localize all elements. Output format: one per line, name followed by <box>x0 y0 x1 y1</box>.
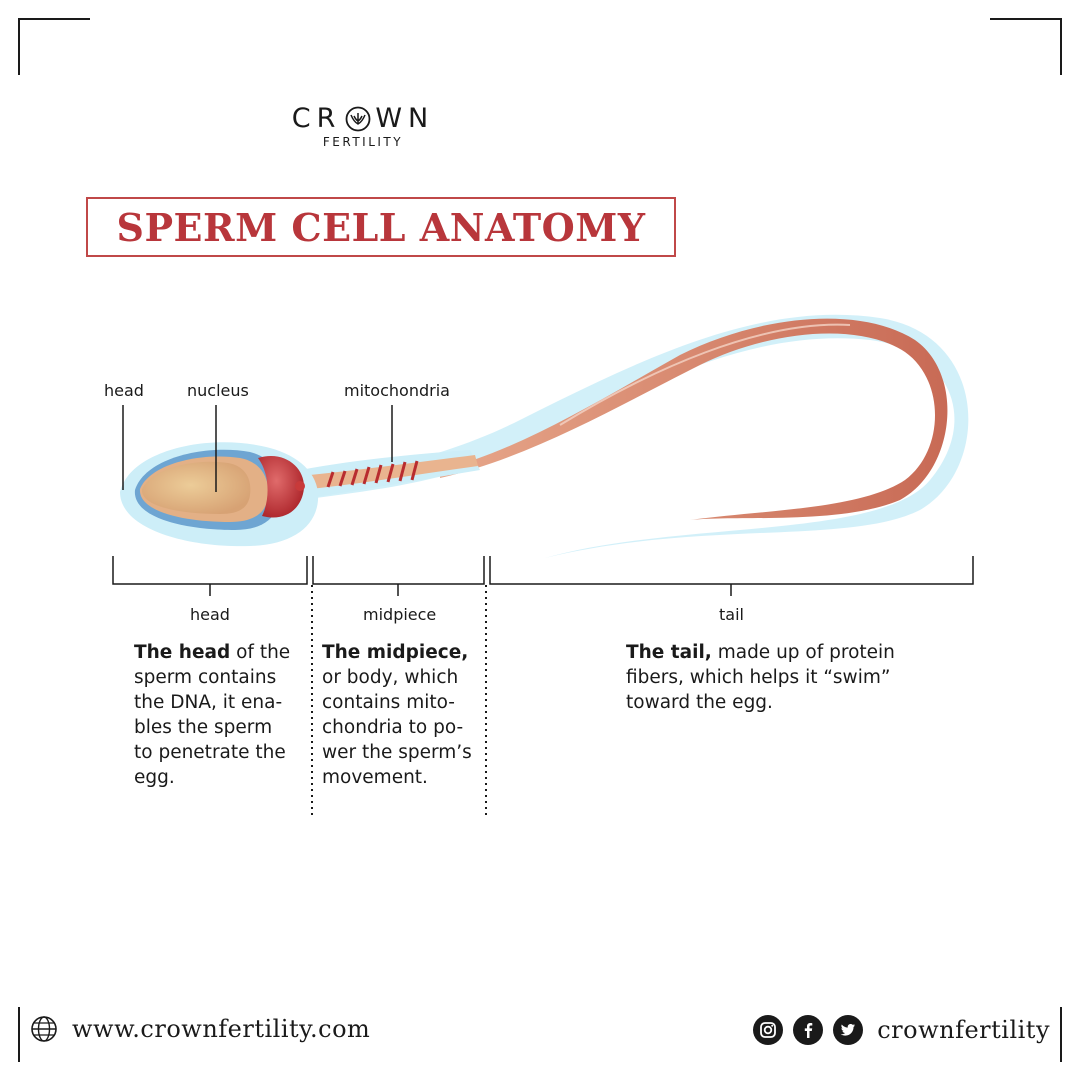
website-url[interactable]: www.crownfertility.com <box>72 1015 371 1043</box>
section-head-label: head <box>190 605 230 624</box>
page-title: SPERM CELL ANATOMY <box>116 204 646 250</box>
title-box: SPERM CELL ANATOMY <box>86 197 676 257</box>
tail-description-line: toward the egg. <box>626 692 773 713</box>
bracket-tail <box>489 556 974 596</box>
brand-name: CR WN <box>290 104 436 134</box>
section-midpiece-label: midpiece <box>363 605 437 624</box>
head-description-bold: The head <box>134 642 231 663</box>
head-description-line: the DNA, it ena- <box>134 692 283 713</box>
callout-head-label: head <box>104 381 144 400</box>
midpiece-description-line: or body, which <box>322 667 459 688</box>
frame-corner-bottom-right <box>990 1007 1062 1062</box>
head-description-line: egg. <box>134 767 175 788</box>
midpiece-description-line: movement. <box>322 767 428 788</box>
neck-centriole <box>258 456 305 518</box>
frame-corner-top-right <box>990 18 1062 75</box>
midpiece-description-line: chondria to po- <box>322 717 464 738</box>
callout-mitochondria-label: mitochondria <box>344 381 450 400</box>
brand-subtitle: FERTILITY <box>322 135 404 149</box>
facebook-icon[interactable] <box>793 1015 824 1045</box>
frame-corner-top-left <box>18 18 90 75</box>
head-description-line: sperm contains <box>134 667 277 688</box>
head-description-line: of the <box>230 642 291 663</box>
mitochondria-stripes <box>326 460 419 488</box>
tail-core <box>440 318 948 520</box>
midpiece-description: The midpiece, or body, which contains mi… <box>322 640 484 790</box>
midpiece-description-line: wer the sperm’s <box>322 742 472 763</box>
globe-icon <box>31 1016 57 1042</box>
footer-website[interactable]: www.crownfertility.com <box>30 1015 370 1043</box>
tail-description: The tail, made up of protein fibers, whi… <box>626 640 946 715</box>
brand-logo: CR WN FERTILITY <box>290 104 436 150</box>
frame-corner-bottom-left <box>18 1007 90 1062</box>
midpiece-description-bold: The midpiece, <box>322 642 469 663</box>
tail-description-line: made up of protein <box>711 642 895 663</box>
brand-name-right: WN <box>375 103 435 134</box>
social-handle[interactable]: crownfertility <box>877 1016 1050 1044</box>
head-description-line: to penetrate the <box>134 742 286 763</box>
head-description: The head of the sperm contains the DNA, … <box>134 640 309 790</box>
brand-name-left: CR <box>291 103 342 134</box>
section-tail-label: tail <box>719 605 744 624</box>
callout-nucleus-label: nucleus <box>187 381 249 400</box>
tail-description-line: fibers, which helps it “swim” <box>626 667 891 688</box>
instagram-icon[interactable] <box>753 1015 784 1045</box>
crown-icon <box>345 106 371 132</box>
bracket-head <box>112 556 308 596</box>
nucleus <box>141 461 251 514</box>
footer-social: crownfertility <box>753 1015 1050 1045</box>
bracket-midpiece <box>312 556 485 596</box>
tail-membrane <box>300 314 969 558</box>
midpiece-core <box>300 455 478 490</box>
midpiece-description-line: contains mito- <box>322 692 455 713</box>
head-description-line: bles the sperm <box>134 717 273 738</box>
tail-description-bold: The tail, <box>626 642 712 663</box>
twitter-icon[interactable] <box>833 1015 864 1045</box>
